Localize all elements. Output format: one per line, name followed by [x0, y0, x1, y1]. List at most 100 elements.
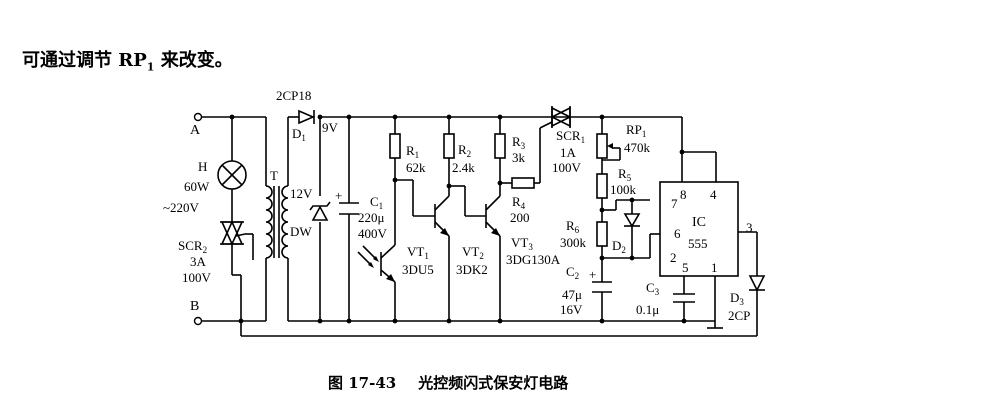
c3: C3 0.1μ: [636, 280, 695, 317]
d2-sub: 2: [621, 245, 626, 255]
scr1-current: 1A: [560, 145, 577, 160]
junction-dot: [346, 114, 352, 120]
resistor-r3-icon: [494, 133, 506, 159]
light-ray-arrow-icon: [373, 256, 379, 262]
light-ray-arrow-icon: [368, 262, 374, 268]
c1-name: C: [370, 194, 379, 209]
r4: R4 200: [510, 177, 535, 225]
d3: D3 2CP: [728, 275, 766, 323]
caption-figure-number: 图 17-43: [328, 374, 397, 392]
r1-label: R1: [406, 143, 419, 160]
r4-name: R: [512, 194, 521, 209]
vt3-sub: 3: [528, 242, 533, 252]
d1: 2CP18 D1 9V: [276, 88, 339, 143]
r5: R5 100k: [596, 166, 637, 199]
r3-label: R3: [512, 134, 526, 151]
d3-label: D3: [730, 290, 744, 307]
r2: R2 2.4k: [443, 133, 475, 175]
r6-value: 300k: [560, 235, 587, 250]
supply-voltage: 9V: [322, 120, 339, 135]
vt3-type: 3DG130A: [506, 252, 561, 267]
r1-value: 62k: [406, 160, 426, 175]
rp1-sub: 1: [642, 129, 647, 139]
intro-text: 可通过调节 RP1 来改变。: [22, 46, 233, 74]
d2-name: D: [612, 238, 621, 253]
r3-name: R: [512, 134, 521, 149]
intro-ref-sub: 1: [146, 60, 155, 74]
r5-sub: 5: [627, 173, 632, 183]
triac-icon: [550, 106, 571, 128]
terminal-a-label: A: [190, 123, 201, 138]
vt3-arrow-icon: [491, 228, 500, 236]
vt1-sub: 1: [424, 251, 429, 261]
resistor-r6-icon: [596, 221, 608, 247]
vt2: VT2 3DK2: [413, 195, 488, 277]
d2-label: D2: [612, 238, 626, 255]
c3-label: C3: [646, 280, 660, 297]
dw-name: DW: [290, 224, 312, 239]
c1-value: 220μ: [358, 210, 385, 225]
ic-pin-3: 3: [746, 220, 753, 235]
c2-label: C2: [566, 264, 579, 281]
junction-dot: [229, 114, 235, 120]
mains-voltage-label: ~220V: [163, 200, 200, 215]
junction-dot: [599, 255, 605, 261]
vt2-name: VT: [462, 244, 479, 259]
c2-name: C: [566, 264, 575, 279]
d2: D2: [612, 213, 641, 255]
scr1-gate: [539, 121, 553, 129]
zener-dw-icon: [311, 205, 329, 221]
junction-dot: [346, 318, 352, 324]
terminal-b-label: B: [190, 299, 199, 314]
d1-name: D: [292, 126, 301, 141]
vt3-label: VT3: [511, 235, 533, 252]
vt2-arrow-icon: [440, 228, 449, 236]
r5-label: R5: [618, 166, 632, 183]
secondary-coil-icon: [281, 185, 289, 259]
junction-dot: [497, 114, 503, 120]
junction-dot: [238, 318, 244, 324]
figure-caption: 图 17-43 光控频闪式保安灯电路: [328, 372, 568, 393]
ic-pin-5: 5: [682, 260, 689, 275]
ic-type: 555: [688, 236, 708, 251]
c3-name: C: [646, 280, 655, 295]
vt3: VT3 3DG130A: [465, 195, 561, 267]
junction-dot: [497, 180, 503, 186]
rp1-wiper-arrow-icon: [607, 143, 613, 149]
vt1-name: VT: [407, 244, 424, 259]
r6-name: R: [566, 218, 575, 233]
r2-value: 2.4k: [452, 160, 475, 175]
r5-value: 100k: [610, 182, 637, 197]
rp1-label: RP1: [626, 122, 646, 139]
vt3-collector: [485, 195, 501, 211]
ic-body: [659, 181, 739, 277]
ic-555: IC 555 7 8 4 6 2 5 1 3: [659, 181, 753, 277]
c1-polarity: +: [335, 188, 342, 203]
lamp-name: H: [198, 159, 207, 174]
lamp-icon: [217, 160, 247, 190]
ic-pin-6: 6: [674, 226, 681, 241]
r4-sub: 4: [521, 201, 526, 211]
rp1: RP1 470k: [596, 122, 651, 159]
scr2-sub: 2: [203, 245, 208, 255]
vt2-collector: [434, 195, 450, 211]
r2-name: R: [458, 142, 467, 157]
lamp-rating: 60W: [184, 179, 210, 194]
scr2-label: SCR2: [178, 238, 207, 255]
potentiometer-rp1-icon: [596, 133, 608, 159]
ic-pin-4: 4: [710, 187, 717, 202]
ic-pin-7: 7: [671, 196, 678, 211]
triac-gate: [235, 233, 246, 237]
ic-pin-1: 1: [711, 260, 718, 275]
r2-label: R2: [458, 142, 471, 159]
c2-voltage: 16V: [560, 302, 583, 317]
resistor-r2-icon: [443, 133, 455, 159]
scr2-name: SCR: [178, 238, 203, 253]
r4-value: 200: [510, 210, 530, 225]
diode-d1-icon: [298, 109, 316, 125]
triac-icon: [220, 220, 244, 245]
primary-coil-icon: [265, 185, 273, 259]
scr1-name: SCR: [556, 128, 581, 143]
caption-title: 光控频闪式保安灯电路: [418, 374, 569, 392]
